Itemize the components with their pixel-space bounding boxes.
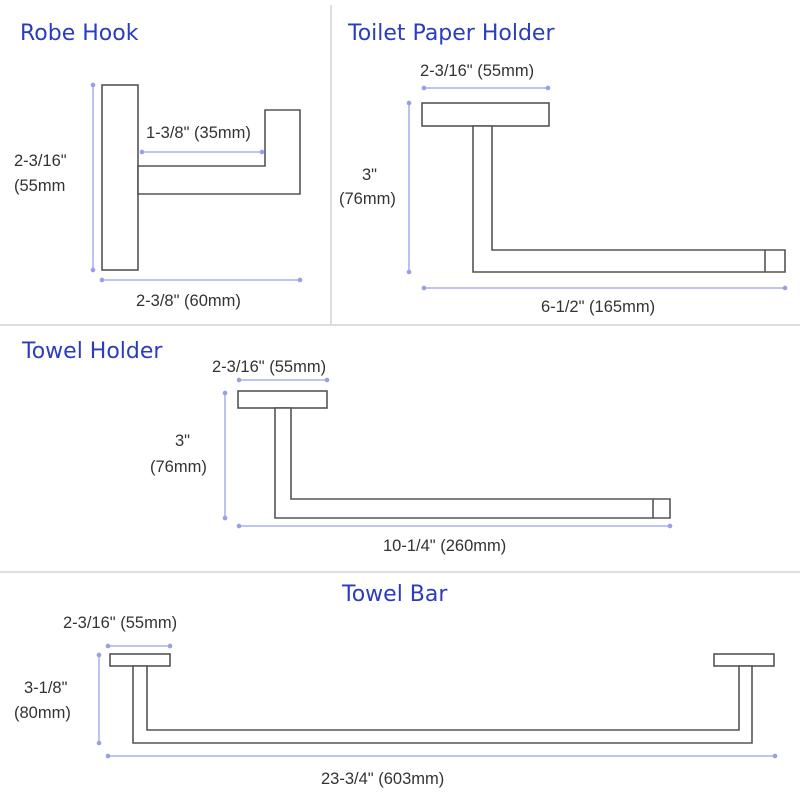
robe-hook-arm-label: 1-3/8" (35mm) — [146, 124, 251, 142]
robe-hook-title: Robe Hook — [20, 21, 139, 46]
toilet-paper-holder-base-plate — [421, 102, 550, 127]
towel-bar-base-label: 2-3/16" (55mm) — [63, 614, 177, 632]
towel-bar-height-inch: 3-1/8" — [24, 679, 68, 697]
robe-hook-base-plate — [101, 84, 139, 271]
towel-holder-base-plate — [237, 390, 328, 409]
toilet-paper-holder-base-label: 2-3/16" (55mm) — [420, 62, 534, 80]
towel-holder-section: Towel Holder 2-3/16" (55mm) 3" (76mm) 10… — [21, 339, 673, 555]
towel-bar-drawing — [109, 653, 775, 744]
toilet-paper-holder-height-mm: (76mm) — [339, 190, 396, 208]
towel-bar-length-label: 23-3/4" (603mm) — [321, 770, 444, 788]
robe-hook-depth-label: 2-3/8" (60mm) — [136, 292, 241, 310]
robe-hook-drawing — [101, 84, 301, 271]
towel-bar-rail — [132, 665, 753, 744]
toilet-paper-holder-drawing — [421, 102, 786, 273]
robe-hook-height-inch: 2-3/16" — [14, 152, 67, 170]
towel-holder-height-mm: (76mm) — [150, 458, 207, 476]
towel-holder-drawing — [237, 390, 671, 519]
towel-holder-height-inch: 3" — [175, 432, 190, 450]
toilet-paper-holder-length-label: 6-1/2" (165mm) — [541, 298, 655, 316]
toilet-paper-holder-height-inch: 3" — [362, 166, 377, 184]
toilet-paper-holder-section: Toilet Paper Holder 2-3/16" (55mm) 3" (7… — [339, 21, 788, 316]
towel-holder-title: Towel Holder — [21, 339, 163, 364]
toilet-paper-holder-title: Toilet Paper Holder — [347, 21, 555, 46]
towel-holder-base-label: 2-3/16" (55mm) — [212, 358, 326, 376]
towel-bar-title: Towel Bar — [341, 582, 448, 607]
towel-holder-arm — [274, 407, 671, 519]
towel-bar-right-plate — [713, 653, 775, 667]
towel-bar-section: Towel Bar 2-3/16" (55mm) 3-1/8" (80mm) 2… — [14, 582, 778, 788]
robe-hook-arm — [137, 109, 301, 195]
towel-holder-length-label: 10-1/4" (260mm) — [383, 537, 506, 555]
towel-bar-height-mm: (80mm) — [14, 704, 71, 722]
towel-bar-left-plate — [109, 653, 171, 667]
robe-hook-height-mm: (55mm — [14, 177, 65, 195]
toilet-paper-holder-arm — [472, 125, 786, 273]
robe-hook-section: Robe Hook 2-3/16" (55mm 1-3/8" (35mm) 2-… — [14, 21, 303, 310]
